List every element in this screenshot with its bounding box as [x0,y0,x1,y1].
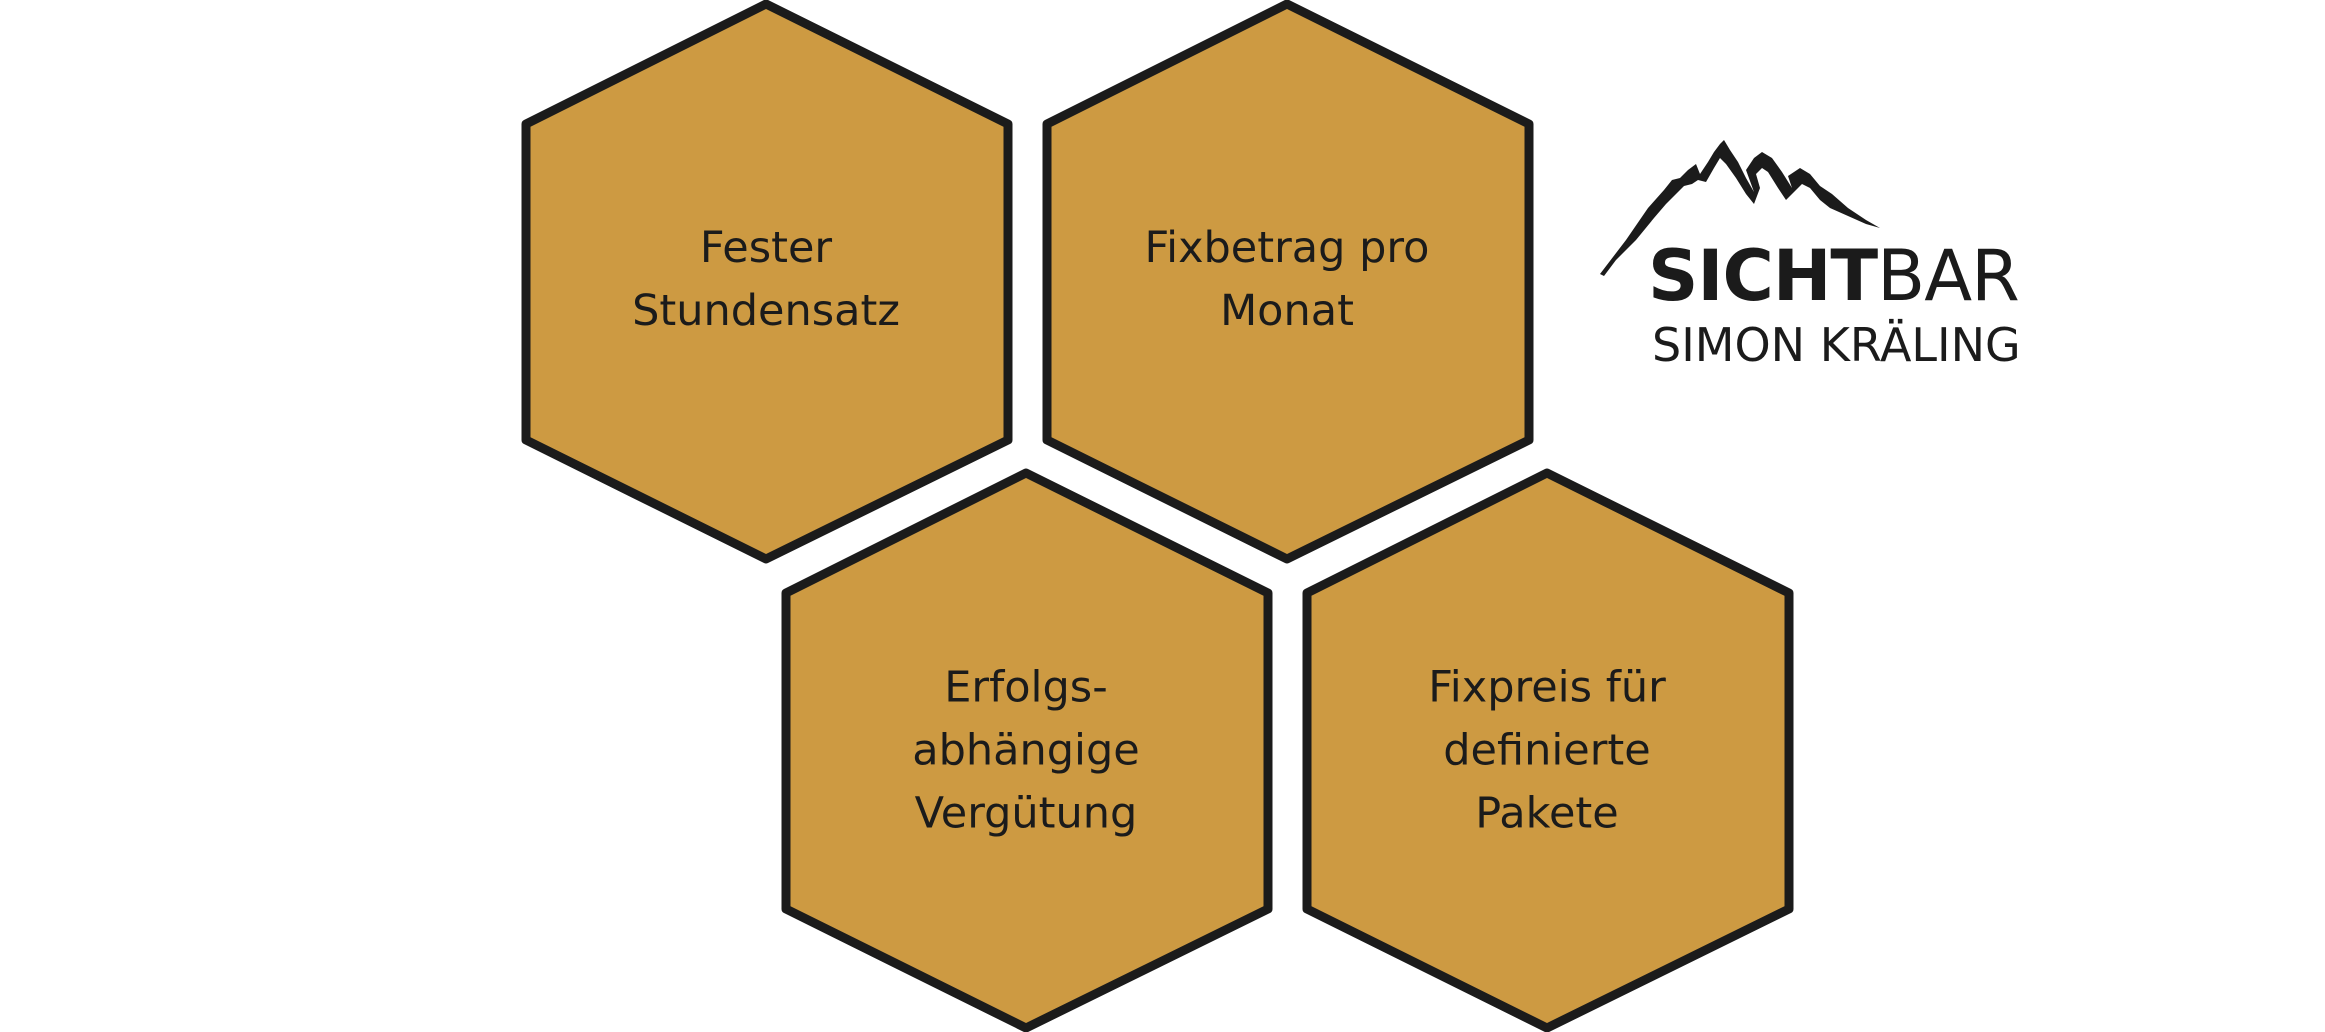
logo-wordmark-light: BAR [1877,235,2020,317]
hexagon-label-monthly-fixed: Fixbetrag pro Monat [1144,223,1430,336]
mountain-icon [1600,140,1880,276]
logo-subtitle: SIMON KRÄLING [1652,318,2021,372]
hexagon-label-hourly-rate: Fester Stundensatz [632,223,900,336]
hexagon-success-based [781,468,1273,1032]
hexagon-monthly-fixed [1042,0,1534,564]
hexagon-label-fixed-packages: Fixpreis für definierte Pakete [1428,662,1666,839]
hexagon-fixed-packages [1302,468,1794,1032]
logo-wordmark-bold: SICHT [1648,235,1878,317]
sichtbar-logo: SICHTBAR SIMON KRÄLING [1596,128,2052,378]
hexagon-label-success-based: Erfolgs- abhängige Vergütung [912,662,1140,839]
logo-wordmark: SICHTBAR [1648,235,2020,317]
hexagon-hourly-rate [521,0,1013,564]
